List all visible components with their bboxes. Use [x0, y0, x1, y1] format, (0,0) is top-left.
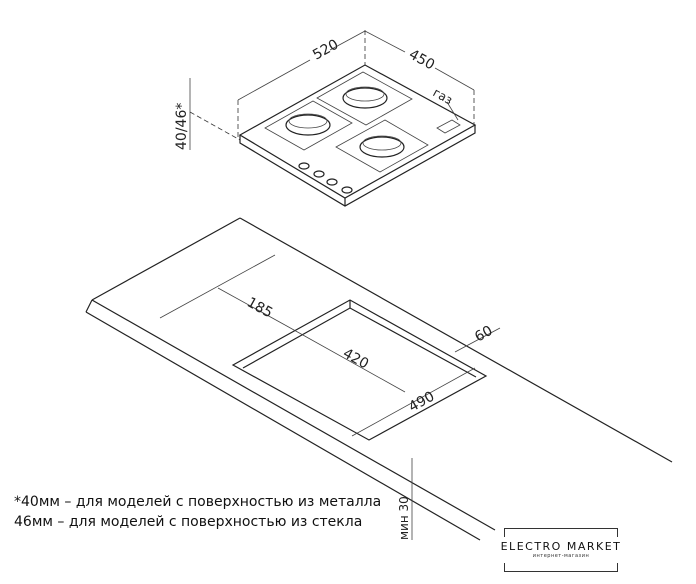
countertop-drawing [85, 217, 673, 541]
note-glass: 46мм – для моделей с поверхностью из сте… [14, 514, 363, 530]
hob-drawing [189, 30, 477, 207]
min-thickness-label: мин 30 [397, 496, 411, 540]
burner-grate [264, 100, 353, 151]
hob-height-label: 40/46* [174, 103, 190, 150]
burner-grate [316, 71, 413, 126]
cutout-outline [231, 299, 488, 441]
logo-frame-bottom [504, 563, 618, 572]
burner-grate [335, 119, 429, 173]
rear-gap-label: 60 [472, 323, 495, 346]
hob-width-label: 520 [310, 37, 341, 64]
hob-depth-label: 450 [406, 47, 437, 74]
logo-frame-top [504, 528, 618, 537]
logo-tagline: интернет-магазин [532, 553, 590, 559]
gas-label: газ [431, 85, 455, 107]
logo-name: ELECTRO MARKET [500, 540, 622, 553]
gas-inlet [436, 119, 461, 134]
control-knobs [298, 162, 353, 194]
cutout-depth-label: 420 [340, 346, 371, 373]
note-metal: *40мм – для моделей с поверхностью из ме… [14, 494, 382, 510]
electro-market-logo: ELECTRO MARKET интернет-магазин [501, 528, 620, 572]
